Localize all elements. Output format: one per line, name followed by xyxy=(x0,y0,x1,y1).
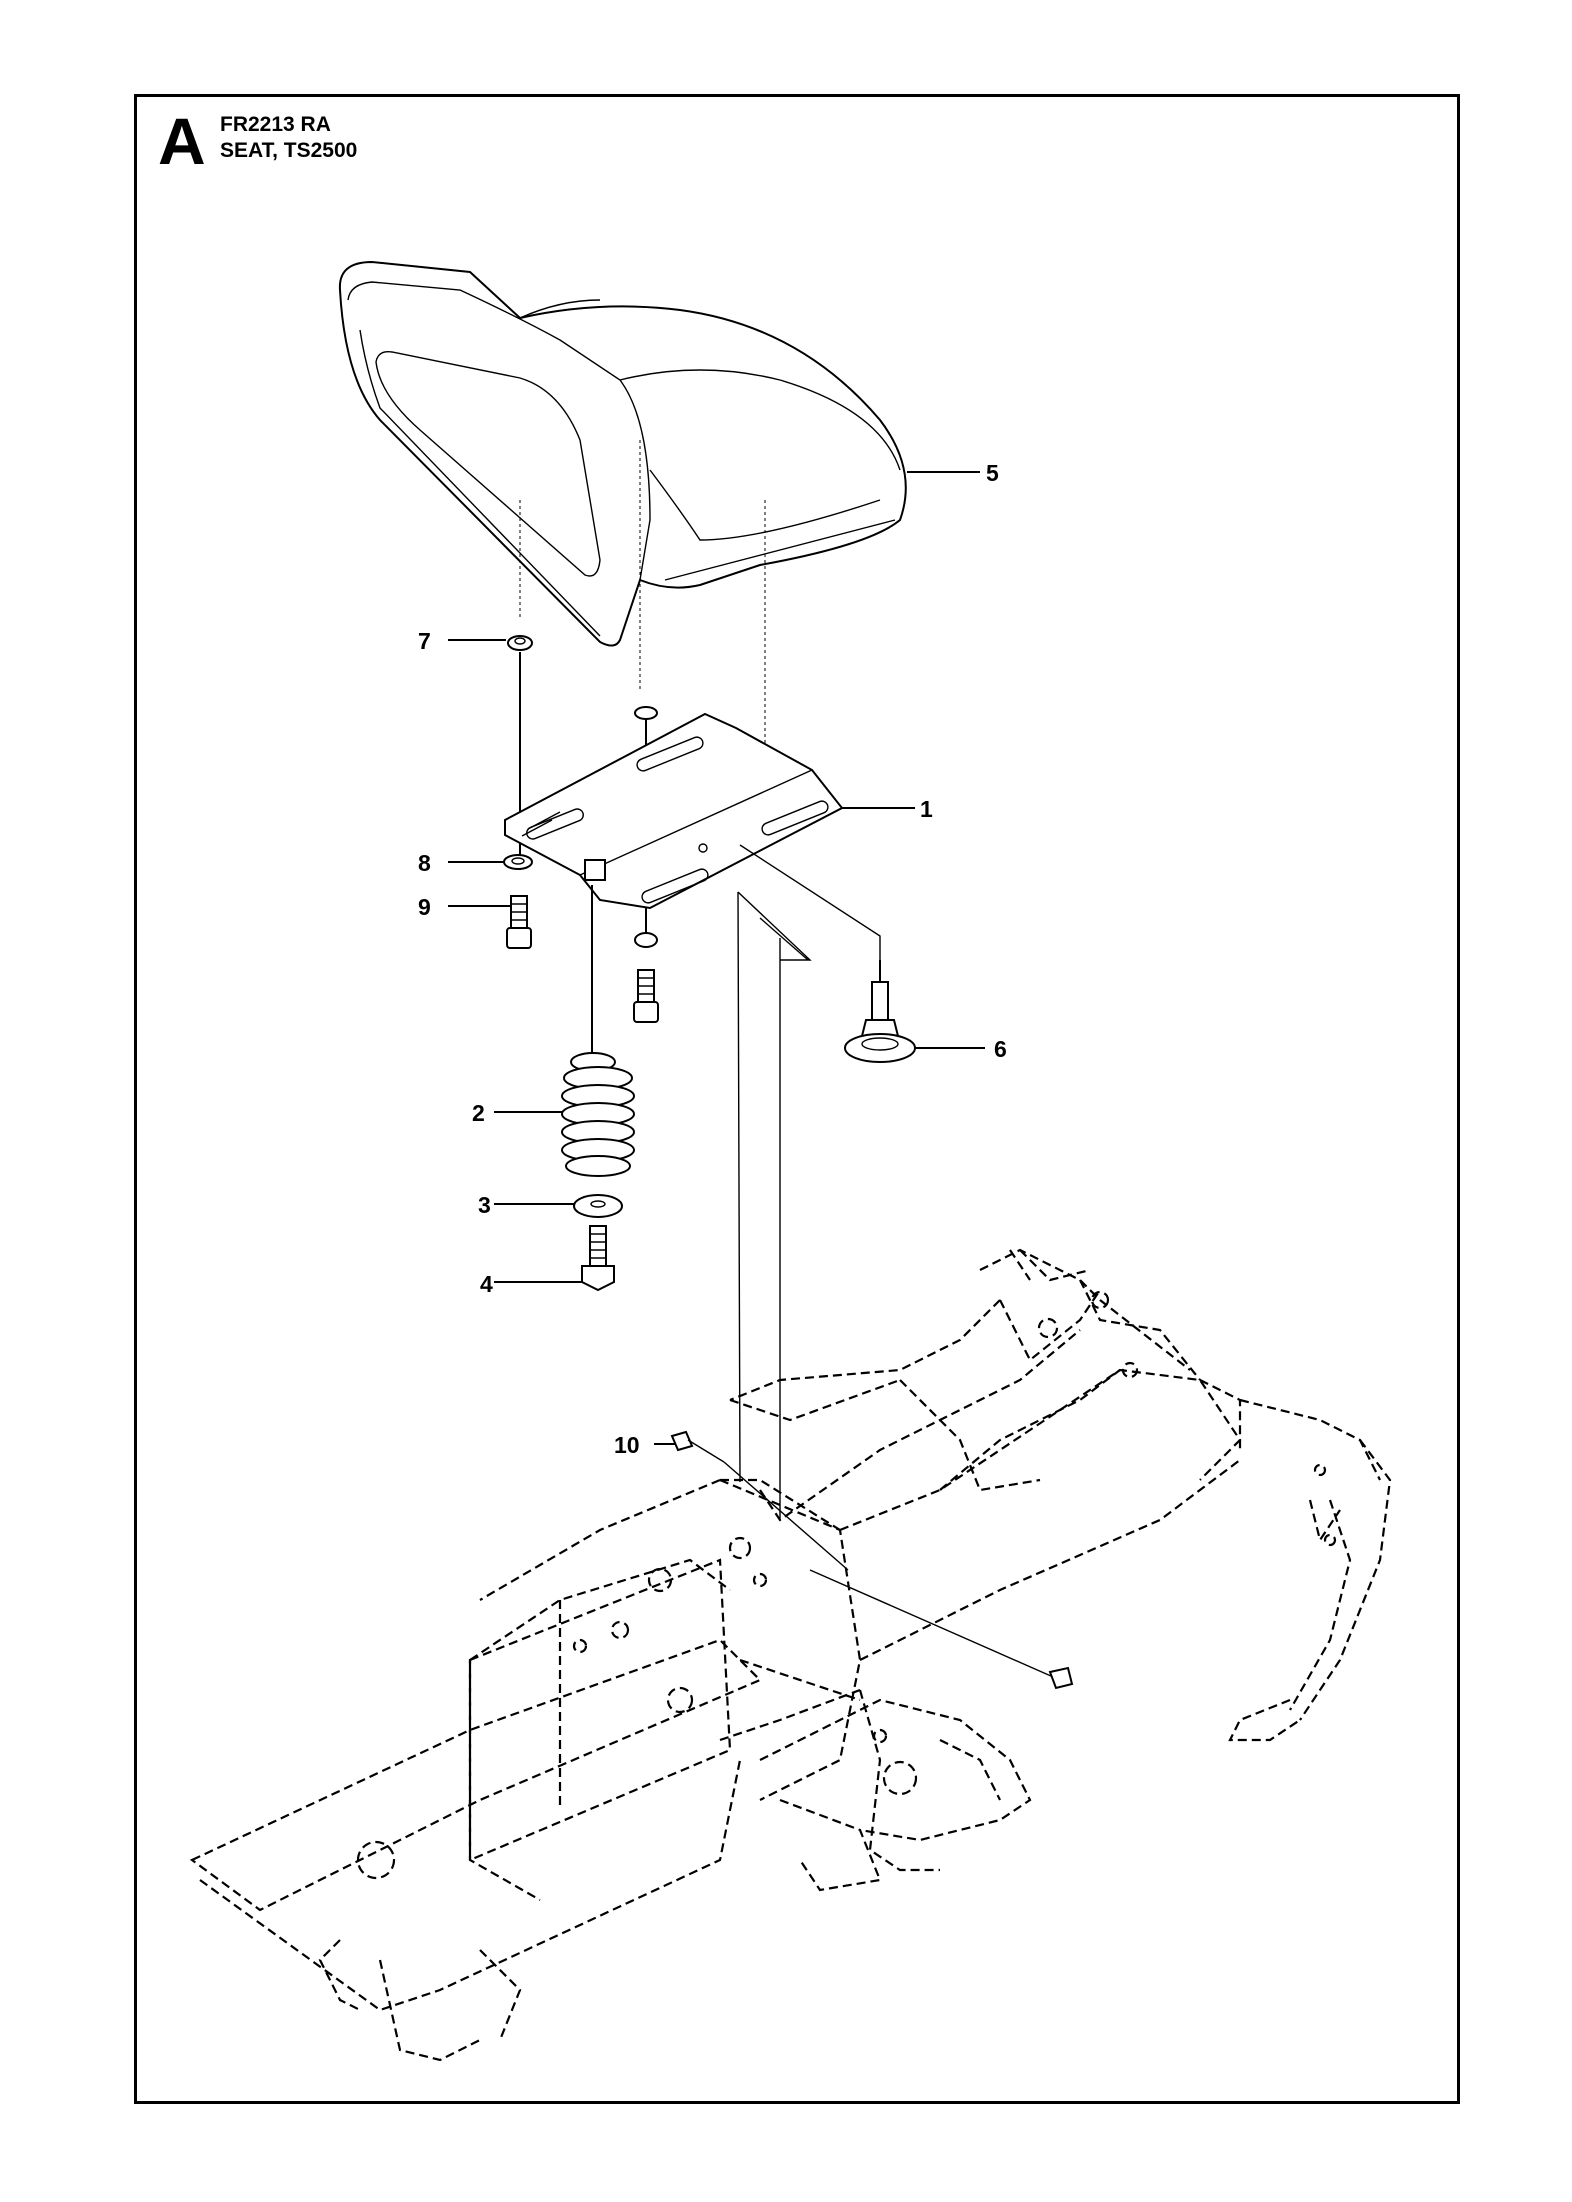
seat-part xyxy=(338,260,907,647)
callout-label-5: 5 xyxy=(986,460,999,486)
callout-label-3: 3 xyxy=(478,1192,491,1218)
callout-label-7: 7 xyxy=(418,628,431,654)
spring-part xyxy=(561,1052,635,1177)
bolt-10 xyxy=(670,1430,725,1463)
callout-label-2: 2 xyxy=(472,1100,485,1126)
callout-label-8: 8 xyxy=(418,850,431,876)
frame-bolt xyxy=(809,1569,1074,1690)
section-letter: A xyxy=(158,104,206,178)
washer-7 xyxy=(507,635,533,651)
callout-label-4: 4 xyxy=(480,1271,493,1297)
diagram-frame xyxy=(134,94,1460,2104)
callout-label-10: 10 xyxy=(614,1432,640,1458)
diagram-title: SEAT, TS2500 xyxy=(220,139,358,162)
callouts: 1 2 3 4 5 6 7 8 9 10 xyxy=(418,460,1007,1458)
callout-label-9: 9 xyxy=(418,894,431,920)
bolt-4 xyxy=(581,1225,615,1292)
washer-3 xyxy=(573,1194,623,1218)
bolt-9 xyxy=(506,895,532,949)
part-code: FR2213 RA xyxy=(220,113,331,136)
callout-label-1: 1 xyxy=(920,796,933,822)
knob-part xyxy=(844,960,916,1063)
seat-plate-part xyxy=(504,712,844,910)
chassis-frame xyxy=(189,1248,1392,2062)
callout-label-6: 6 xyxy=(994,1036,1007,1062)
